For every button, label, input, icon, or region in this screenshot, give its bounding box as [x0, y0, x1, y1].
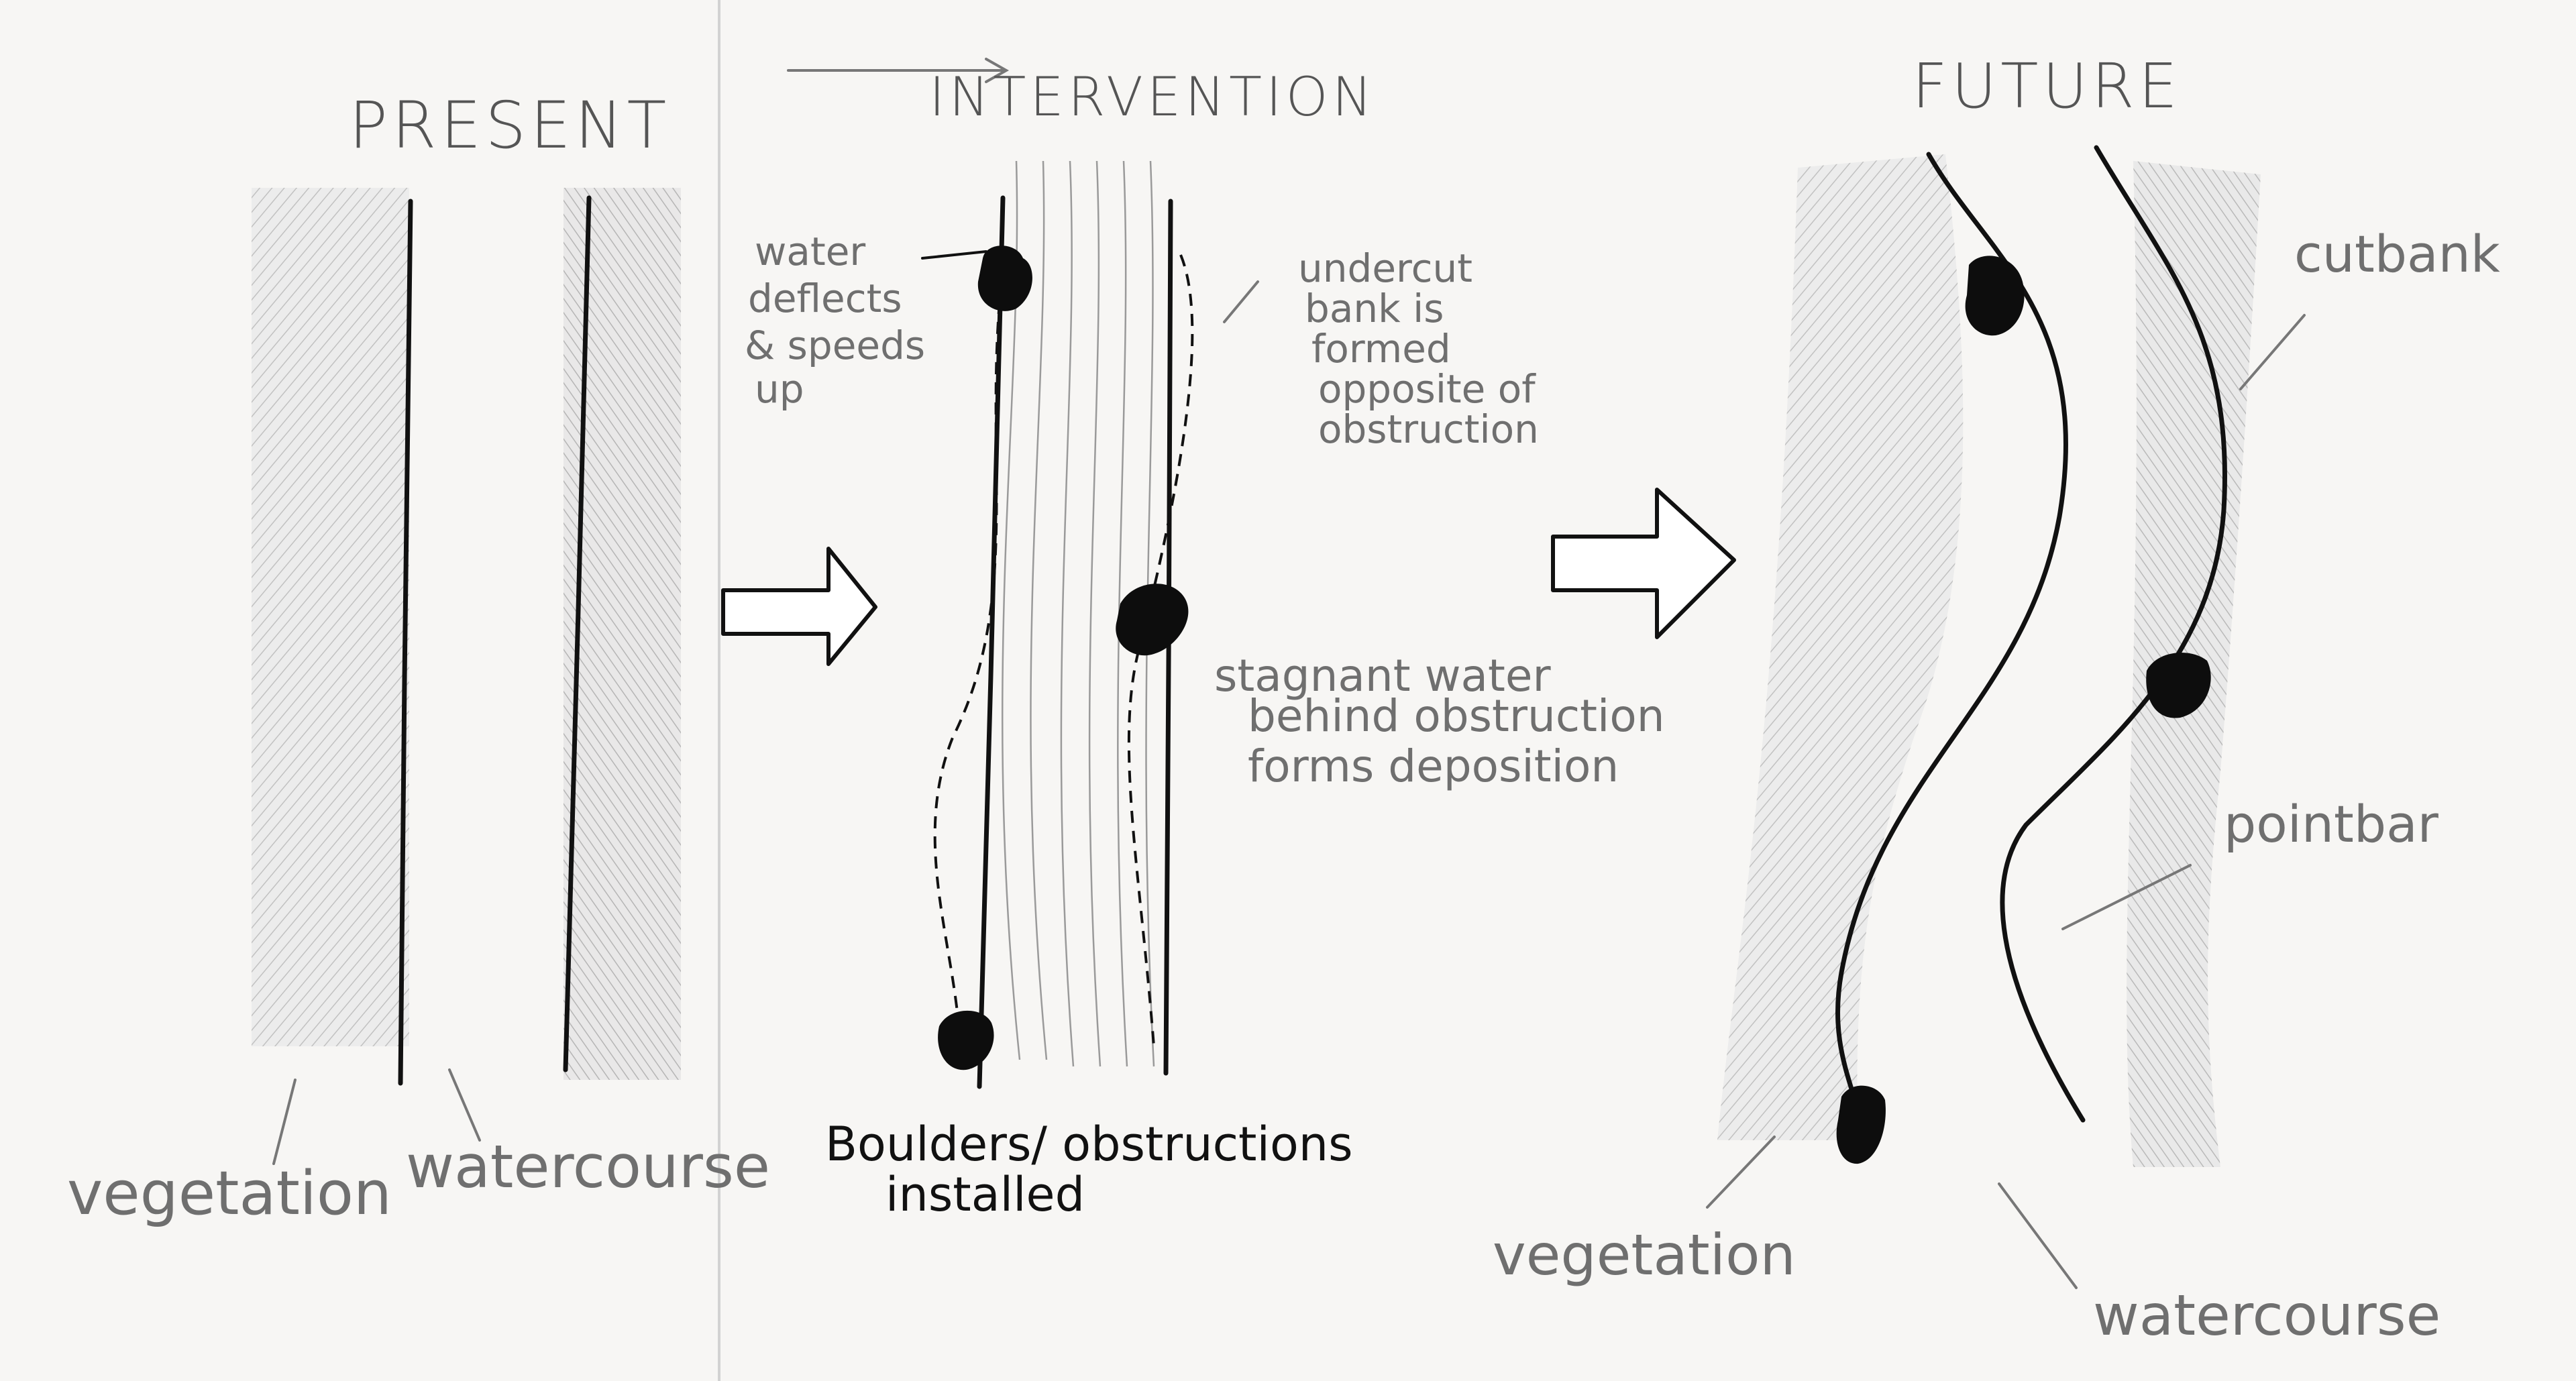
svg-text:formed: formed — [1311, 326, 1451, 372]
undercut-bank-label: undercut bank is formed opposite of obst… — [1298, 245, 1539, 452]
boulder-bottom-icon — [938, 1010, 994, 1070]
cutbank-label: cutbank — [2294, 224, 2500, 284]
svg-text:stagnant water: stagnant water — [1214, 650, 1551, 702]
intervention-dashed-bank-right — [1127, 254, 1194, 1047]
present-vegetation-left — [252, 188, 409, 1046]
water-leader — [921, 250, 987, 260]
intervention-bank-left — [977, 195, 1006, 1089]
svg-text:deflects: deflects — [748, 276, 902, 321]
svg-text:bank is: bank is — [1305, 286, 1444, 331]
arrow-present-to-intervention-icon — [721, 547, 877, 666]
future-watercourse-leader — [1998, 1182, 2078, 1289]
svg-text:up: up — [755, 366, 804, 412]
future-vegetation-label: vegetation — [1493, 1222, 1796, 1288]
intervention-panel: INTERVENTION water deflects & speeds u — [745, 58, 1665, 1222]
present-vegetation-leader — [272, 1079, 297, 1165]
svg-text:opposite of: opposite of — [1318, 366, 1536, 412]
undercut-leader — [1223, 280, 1259, 323]
svg-text:installed: installed — [885, 1167, 1085, 1222]
water-deflects-label: water deflects & speeds up — [745, 229, 925, 412]
svg-text:obstruction: obstruction — [1318, 406, 1539, 452]
future-boulder-bottom-icon — [1836, 1085, 1886, 1164]
present-panel: PRESENT vegetation watercourse — [67, 88, 770, 1229]
future-title: FUTURE — [1912, 50, 2182, 122]
intervention-title: INTERVENTION — [929, 66, 1376, 128]
present-bank-right — [563, 195, 592, 1072]
pointbar-label: pointbar — [2224, 794, 2439, 854]
present-bank-left — [398, 199, 413, 1086]
svg-text:behind obstruction: behind obstruction — [1248, 690, 1665, 742]
future-watercourse-label: watercourse — [2093, 1282, 2440, 1348]
pointbar-leader — [2061, 864, 2192, 930]
future-panel: FUTURE cutbank pointbar vegetation water… — [1493, 50, 2500, 1348]
svg-text:Boulders/ obstructions: Boulders/ obstructions — [825, 1117, 1353, 1172]
intervention-title-arrow — [787, 58, 1010, 83]
present-watercourse-leader — [448, 1068, 481, 1142]
future-vegetation-leader — [1706, 1136, 1776, 1209]
future-vegetation-left — [1717, 154, 1964, 1140]
svg-text:water: water — [755, 229, 865, 274]
boulder-top-icon — [977, 245, 1032, 311]
boulder-middle-icon — [1116, 584, 1189, 656]
boulders-installed-label: Boulders/ obstructions installed — [825, 1117, 1353, 1222]
present-vegetation-label: vegetation — [67, 1158, 392, 1229]
future-boulder-middle-icon — [2146, 653, 2211, 718]
cutbank-leader — [2239, 314, 2306, 390]
future-boulder-top-icon — [1965, 256, 2025, 336]
present-watercourse-label: watercourse — [406, 1132, 770, 1201]
svg-text:undercut: undercut — [1298, 245, 1472, 291]
svg-text:forms deposition: forms deposition — [1248, 740, 1619, 792]
present-title: PRESENT — [349, 88, 670, 163]
svg-text:& speeds: & speeds — [745, 323, 925, 368]
arrow-intervention-to-future-icon — [1551, 488, 1736, 639]
stagnant-water-label: stagnant water behind obstruction forms … — [1214, 650, 1665, 792]
present-vegetation-right — [564, 188, 681, 1080]
